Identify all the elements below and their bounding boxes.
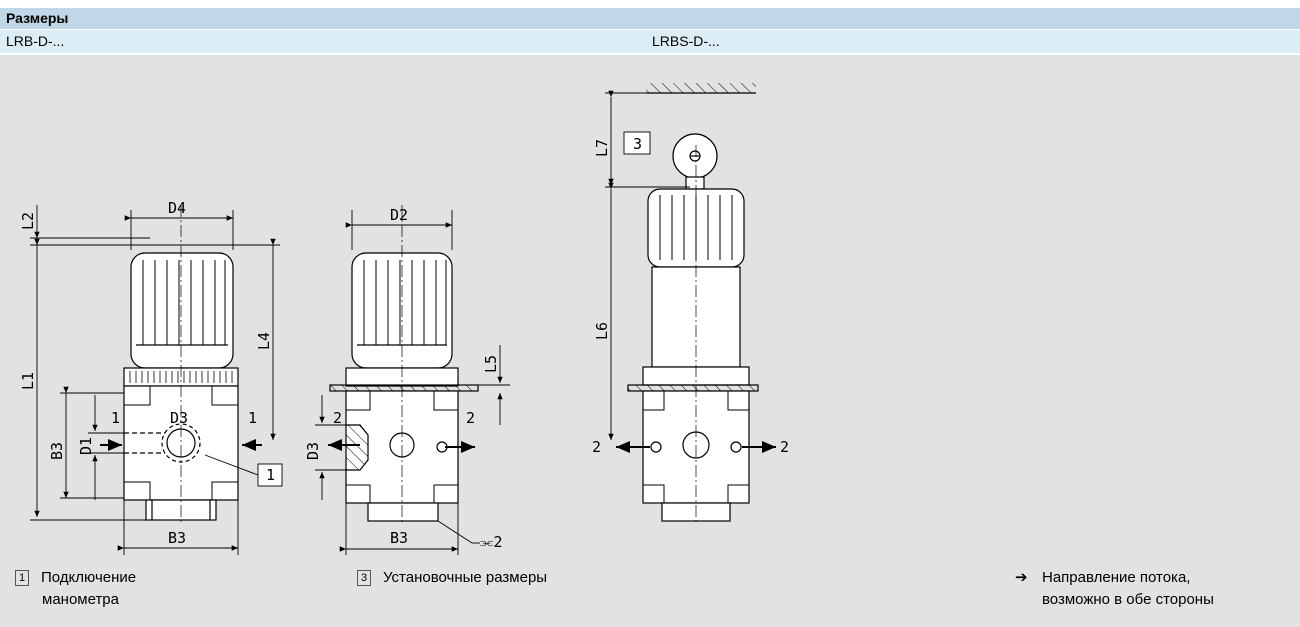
port-1-right: 1 [248, 409, 257, 427]
knob-outline [130, 252, 234, 369]
variant-label-lrb: LRB-D-... [6, 33, 65, 49]
callout-1: 1 [266, 466, 275, 484]
port-2-left-mid: 2 [333, 409, 342, 427]
legend-item-3: 3 Установочные размеры [357, 567, 547, 589]
dim-d1: D1 [77, 437, 95, 455]
legend-item-1-text-cont: манометра [42, 591, 119, 608]
dim-d4: D4 [168, 199, 186, 217]
knob-ribs [142, 260, 226, 345]
section-title: Размеры [6, 10, 69, 26]
dim-l6: L6 [593, 322, 611, 340]
dim-l2: L2 [19, 212, 37, 230]
technical-drawing: D4 D3 1 1 1 B3 L2 L1 L4 B3 D1 [19, 83, 789, 555]
dim-d3: D3 [170, 409, 188, 427]
port-2-left-right: 2 [592, 438, 601, 456]
legend-flow-direction: ➔ Направление потока, возможно в обе стор… [1015, 567, 1214, 611]
section-title-bar: Размеры [0, 8, 1300, 29]
dim-l7: L7 [593, 139, 611, 157]
legend-flow-text-cont: возможно в обе стороны [1042, 591, 1214, 608]
legend-item-3-text: Установочные размеры [383, 569, 548, 586]
callout-3: 3 [633, 135, 642, 153]
lrb-panel-view [329, 205, 479, 525]
dim-b3-left: B3 [168, 529, 186, 547]
port-1-left: 1 [111, 409, 120, 427]
variant-label-lrbs: LRBS-D-... [652, 33, 720, 49]
dim-l4: L4 [255, 332, 273, 350]
dim-b3-mid: B3 [390, 529, 408, 547]
legend-item-1-number: 1 [15, 570, 29, 586]
dim-b3-vert: B3 [48, 442, 66, 460]
variant-label-bar: LRB-D-... LRBS-D-... [0, 30, 1300, 53]
legend-item-1-text: Подключение [41, 569, 137, 586]
legend-item-3-number: 3 [357, 570, 371, 586]
divider [0, 29, 1300, 30]
dim-d2: D2 [390, 206, 408, 224]
flow-arrow-icon: ➔ [1015, 569, 1028, 586]
lrbs-view [627, 83, 759, 525]
dim-l1: L1 [19, 372, 37, 390]
dim-l5: L5 [482, 355, 500, 373]
port-2-right-right: 2 [780, 438, 789, 456]
legend-flow-text: Направление потока, [1042, 569, 1191, 586]
port-2-right-mid: 2 [466, 409, 475, 427]
wrench-size: ⫘2 [480, 533, 503, 551]
dim-d3-mid: D3 [304, 442, 322, 460]
legend-item-1: 1 Подключение манометра [15, 567, 136, 611]
lrb-view [123, 205, 239, 525]
